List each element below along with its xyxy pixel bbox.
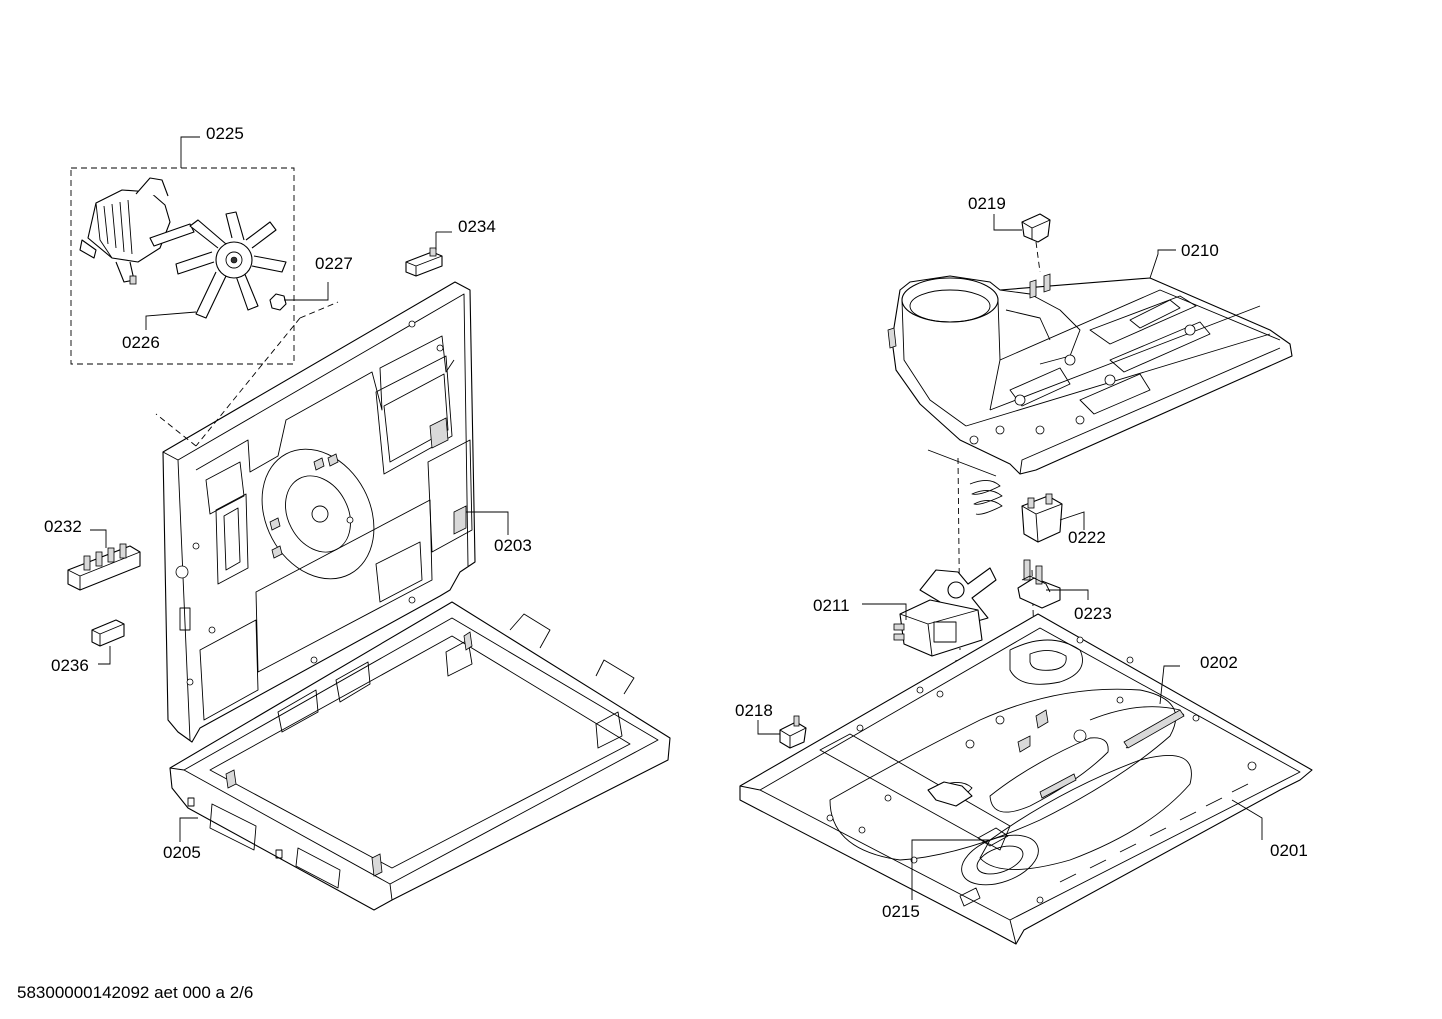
terminal-block-0232 xyxy=(67,529,141,591)
clip-0234 xyxy=(405,231,452,277)
base-plate-0201 xyxy=(739,613,1313,945)
label-0215: 0215 xyxy=(882,902,920,921)
fan-housing-0210 xyxy=(887,249,1293,475)
label-0225: 0225 xyxy=(206,124,244,143)
sensor-0219 xyxy=(993,213,1051,243)
switch-0223 xyxy=(1017,559,1089,609)
fan-motor-group-0225 xyxy=(70,136,329,365)
label-0234: 0234 xyxy=(458,217,496,236)
sensor-0218 xyxy=(757,715,807,749)
label-0211: 0211 xyxy=(813,596,850,615)
label-0219: 0219 xyxy=(968,194,1006,213)
label-0203: 0203 xyxy=(494,536,532,555)
label-0205: 0205 xyxy=(163,843,201,862)
label-0223: 0223 xyxy=(1074,604,1112,623)
fan-nut xyxy=(269,293,287,311)
label-0232: 0232 xyxy=(44,517,82,536)
label-0222: 0222 xyxy=(1068,528,1106,547)
label-0210: 0210 xyxy=(1181,241,1219,260)
fan-wheel xyxy=(175,211,287,319)
clip-0236 xyxy=(91,619,125,665)
label-0218: 0218 xyxy=(735,701,773,720)
label-0202: 0202 xyxy=(1200,653,1238,672)
part-labels: 0225 0234 0227 0226 0232 0203 0236 0205 … xyxy=(44,124,1308,921)
label-0201: 0201 xyxy=(1270,841,1308,860)
bottom-tray-0205 xyxy=(169,601,671,911)
spring-and-relay-0222 xyxy=(969,480,1085,543)
label-0226: 0226 xyxy=(122,333,160,352)
label-0236: 0236 xyxy=(51,656,89,675)
fan-motor xyxy=(79,177,195,285)
fan-motor-0211 xyxy=(862,567,997,657)
document-footer: 58300000142092 aet 000 a 2/6 xyxy=(17,983,253,1002)
label-0227: 0227 xyxy=(315,254,353,273)
back-panel-0203 xyxy=(162,281,509,743)
